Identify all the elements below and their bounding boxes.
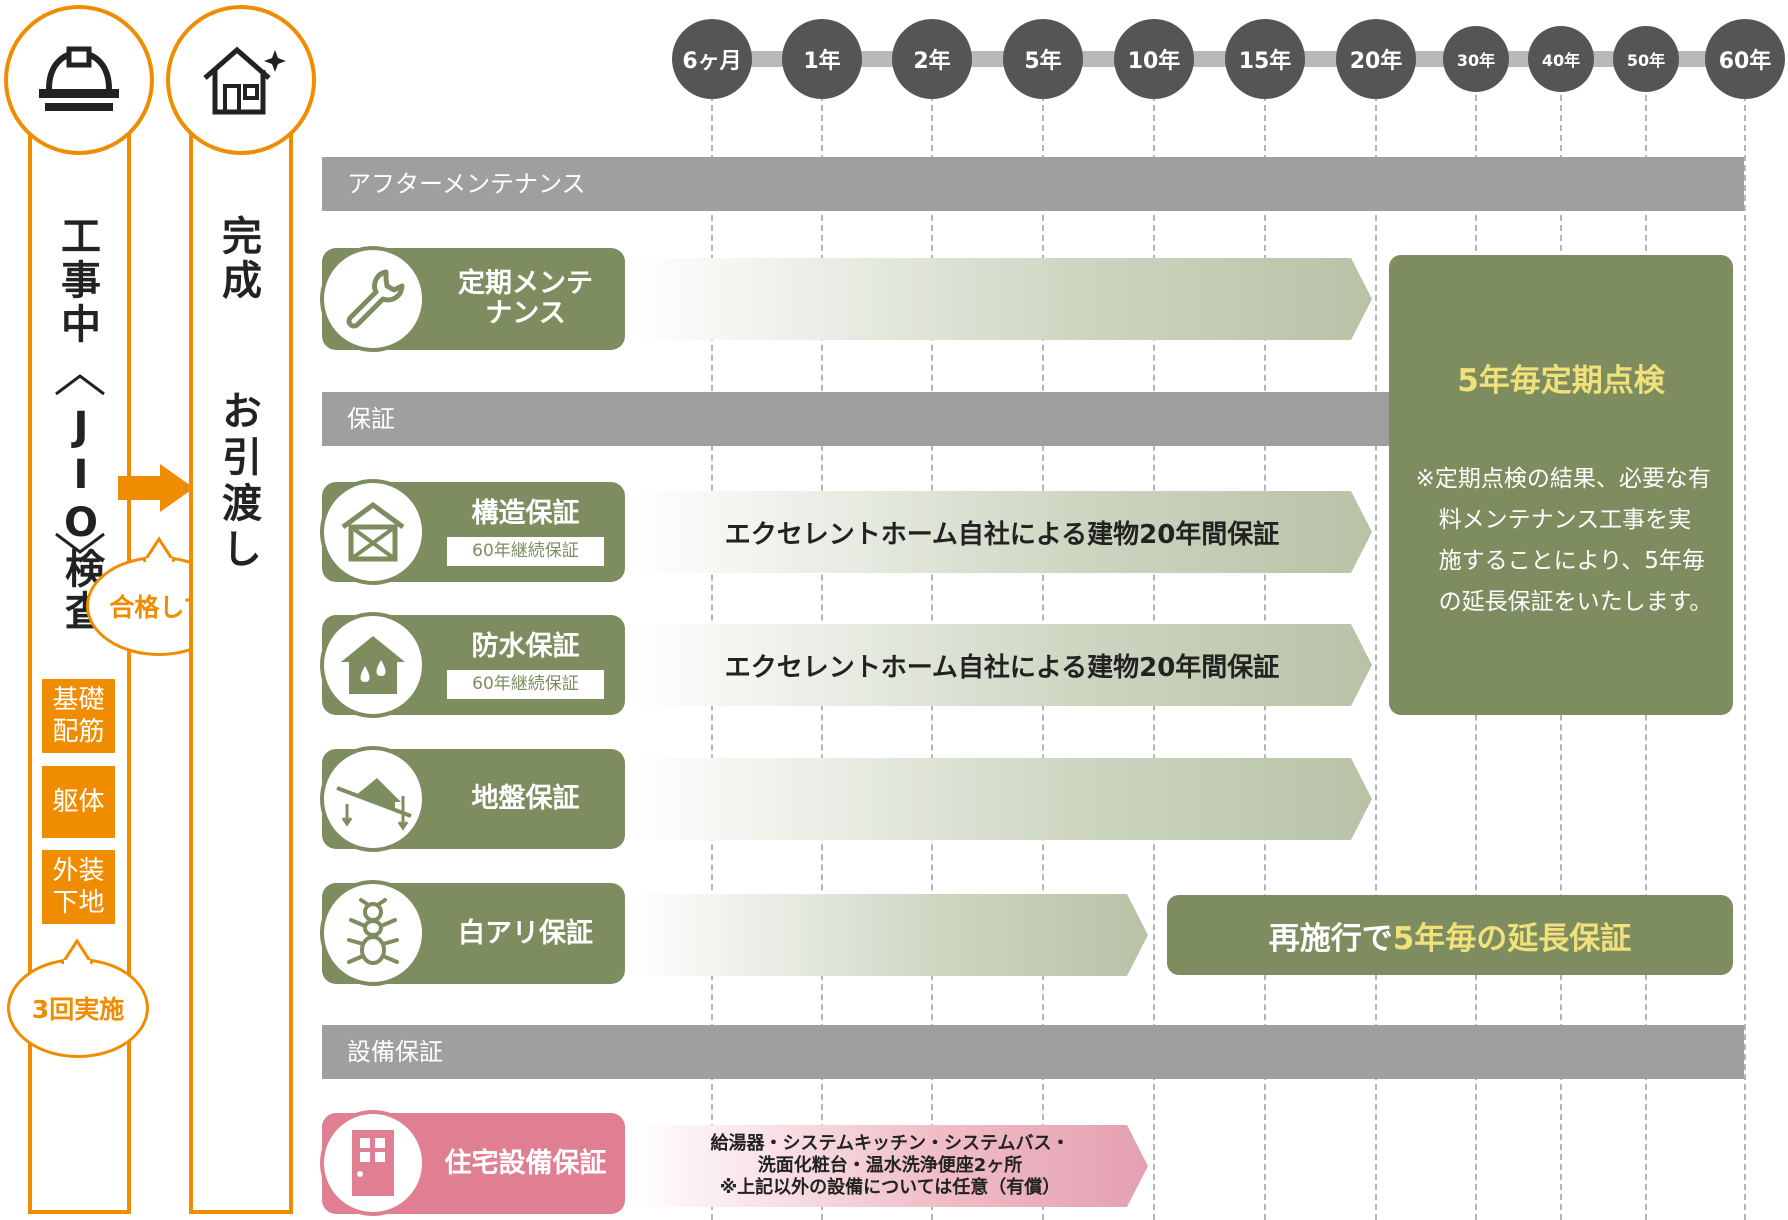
three-times-bubble: 3回実施 [7, 958, 149, 1058]
inspection-box: 5年毎定期点検 ※定期点検の結果、必要な有料メンテナンス工事を実施することにより… [1389, 255, 1733, 715]
waterproof-sub: 60年継続保証 [447, 669, 604, 699]
structure-sub: 60年継続保証 [447, 536, 604, 566]
bubble-tail-icon [142, 536, 176, 562]
phase-frame: 躯体 [42, 766, 115, 838]
timeline-tick: 2年 [892, 19, 972, 99]
waterproof-label: 防水保証 60年継続保証 [426, 615, 625, 715]
timeline-tick: 15年 [1225, 19, 1305, 99]
ground-label: 地盤保証 [426, 749, 625, 849]
waterproof-text: 防水保証 [471, 630, 580, 662]
maintenance-label-box: 定期メンテナンス [320, 246, 625, 352]
structure-text: 構造保証 [471, 497, 580, 529]
phase-foundation: 基礎配筋 [42, 679, 115, 753]
termite-prefix: 再施行で [1268, 920, 1393, 957]
timeline-tick: 60年 [1705, 19, 1785, 99]
ground-text: 地盤保証 [471, 783, 580, 814]
bracket-bottom-icon [55, 532, 105, 554]
ground-icon-circle [320, 746, 426, 852]
construction-circle [4, 5, 154, 155]
structure-icon-circle [320, 479, 426, 585]
maintenance-text: 定期メンテナンス [458, 268, 593, 329]
complete-circle [166, 5, 316, 155]
maintenance-icon-circle [320, 246, 426, 352]
wrench-icon [346, 269, 405, 329]
equipment-arrow: 給湯器・システムキッチン・システムバス・ 洗面化粧台・温水洗浄便座2ヶ所 ※上記… [632, 1125, 1148, 1207]
termite-arrow [632, 894, 1148, 976]
structure-arrow-text: エクセレントホーム自社による建物20年間保証 [724, 519, 1280, 550]
complete-column [189, 80, 293, 1214]
timeline-tick: 30年 [1443, 26, 1509, 92]
helmet-icon [39, 46, 119, 111]
termite-label: 白アリ保証 [426, 883, 625, 984]
termite-label-box: 白アリ保証 [320, 880, 625, 986]
maintenance-label: 定期メンテナンス [426, 248, 625, 350]
waterproof-arrow: エクセレントホーム自社による建物20年間保証 [632, 624, 1372, 706]
timeline-guide [1375, 95, 1377, 1220]
house-icon [203, 46, 286, 115]
section-after-maintenance: アフターメンテナンス [322, 157, 1744, 211]
structure-label: 構造保証 60年継続保証 [426, 482, 625, 582]
equipment-line-2: 洗面化粧台・温水洗浄便座2ヶ所 [757, 1155, 1023, 1176]
equipment-label-box: 住宅設備保証 [320, 1110, 625, 1216]
termite-icon-circle [320, 880, 426, 986]
phase-exterior: 外装下地 [42, 850, 115, 924]
timeline-tick: 10年 [1114, 19, 1194, 99]
handover-label: お引渡し [215, 390, 261, 574]
waterproof-icon-circle [320, 612, 426, 718]
ground-arrow [632, 758, 1372, 840]
timeline-tick: 5年 [1003, 19, 1083, 99]
inspection-note: ※定期点検の結果、必要な有料メンテナンス工事を実施することにより、5年毎の延長保… [1415, 466, 1713, 615]
timeline-tick: 20年 [1336, 19, 1416, 99]
timeline-tick: 1年 [782, 19, 862, 99]
termite-text: 白アリ保証 [458, 917, 593, 949]
timeline-tick: 40年 [1528, 26, 1594, 92]
maintenance-arrow [632, 258, 1372, 340]
equipment-label: 住宅設備保証 [426, 1113, 625, 1214]
section-equipment: 設備保証 [322, 1025, 1744, 1079]
timeline-tick: 6ヶ月 [672, 19, 752, 99]
termite-highlight: 5年毎の延長保証 [1392, 920, 1632, 957]
equipment-line-1: 給湯器・システムキッチン・システムバス・ [710, 1133, 1070, 1154]
equipment-line-3: ※上記以外の設備については任意（有償） [719, 1177, 1061, 1198]
termite-icon [347, 898, 399, 965]
construction-label: 工事中 [54, 215, 100, 347]
ground-settlement-icon [336, 778, 412, 831]
section-warranty: 保証 [322, 392, 1390, 446]
bubble-tail-icon [60, 938, 94, 964]
timeline-guide [1744, 95, 1746, 1220]
house-frame-icon [341, 501, 405, 562]
complete-label: 完成 [215, 215, 261, 303]
door-icon [352, 1130, 394, 1196]
waterproof-label-box: 防水保証 60年継続保証 [320, 612, 625, 718]
structure-arrow: エクセレントホーム自社による建物20年間保証 [632, 491, 1372, 573]
waterproof-arrow-text: エクセレントホーム自社による建物20年間保証 [724, 652, 1280, 683]
equipment-icon-circle [320, 1110, 426, 1216]
ground-label-box: 地盤保証 [320, 746, 625, 852]
structure-label-box: 構造保証 60年継続保証 [320, 479, 625, 585]
house-water-icon [341, 636, 405, 694]
bracket-top-icon [55, 374, 105, 396]
arrow-right-icon [118, 464, 194, 512]
timeline-tick: 50年 [1613, 26, 1679, 92]
equipment-text: 住宅設備保証 [444, 1147, 607, 1179]
inspection-title: 5年毎定期点検 [1457, 363, 1665, 399]
